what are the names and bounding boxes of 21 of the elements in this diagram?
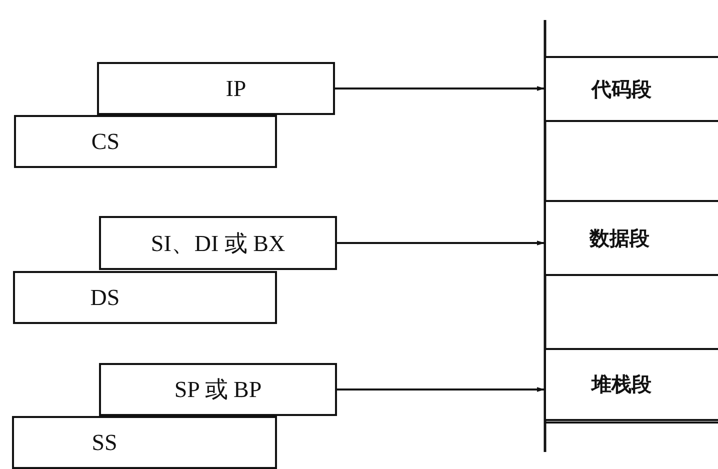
register-label: DS <box>90 284 120 310</box>
memory-segment-box <box>546 56 718 122</box>
memory-segment-box <box>546 200 718 276</box>
segment-label: 数据段 <box>590 224 650 252</box>
memory-segment-box <box>546 348 718 421</box>
register-box <box>14 115 277 168</box>
register-label: SP 或 BP <box>174 376 262 404</box>
register-label: IP <box>226 76 246 102</box>
register-label: SI、DI 或 BX <box>150 230 286 258</box>
register-box <box>99 363 337 416</box>
register-box <box>12 416 277 469</box>
arrow <box>335 86 545 91</box>
segment-label: 代码段 <box>592 76 652 102</box>
register-label: CS <box>91 128 120 154</box>
arrow <box>337 240 545 246</box>
segment-label: 堆栈段 <box>592 371 652 398</box>
register-label: SS <box>92 430 118 456</box>
register-box <box>13 271 277 324</box>
register-box <box>99 216 337 270</box>
register-box <box>97 62 335 115</box>
arrow <box>337 387 545 392</box>
